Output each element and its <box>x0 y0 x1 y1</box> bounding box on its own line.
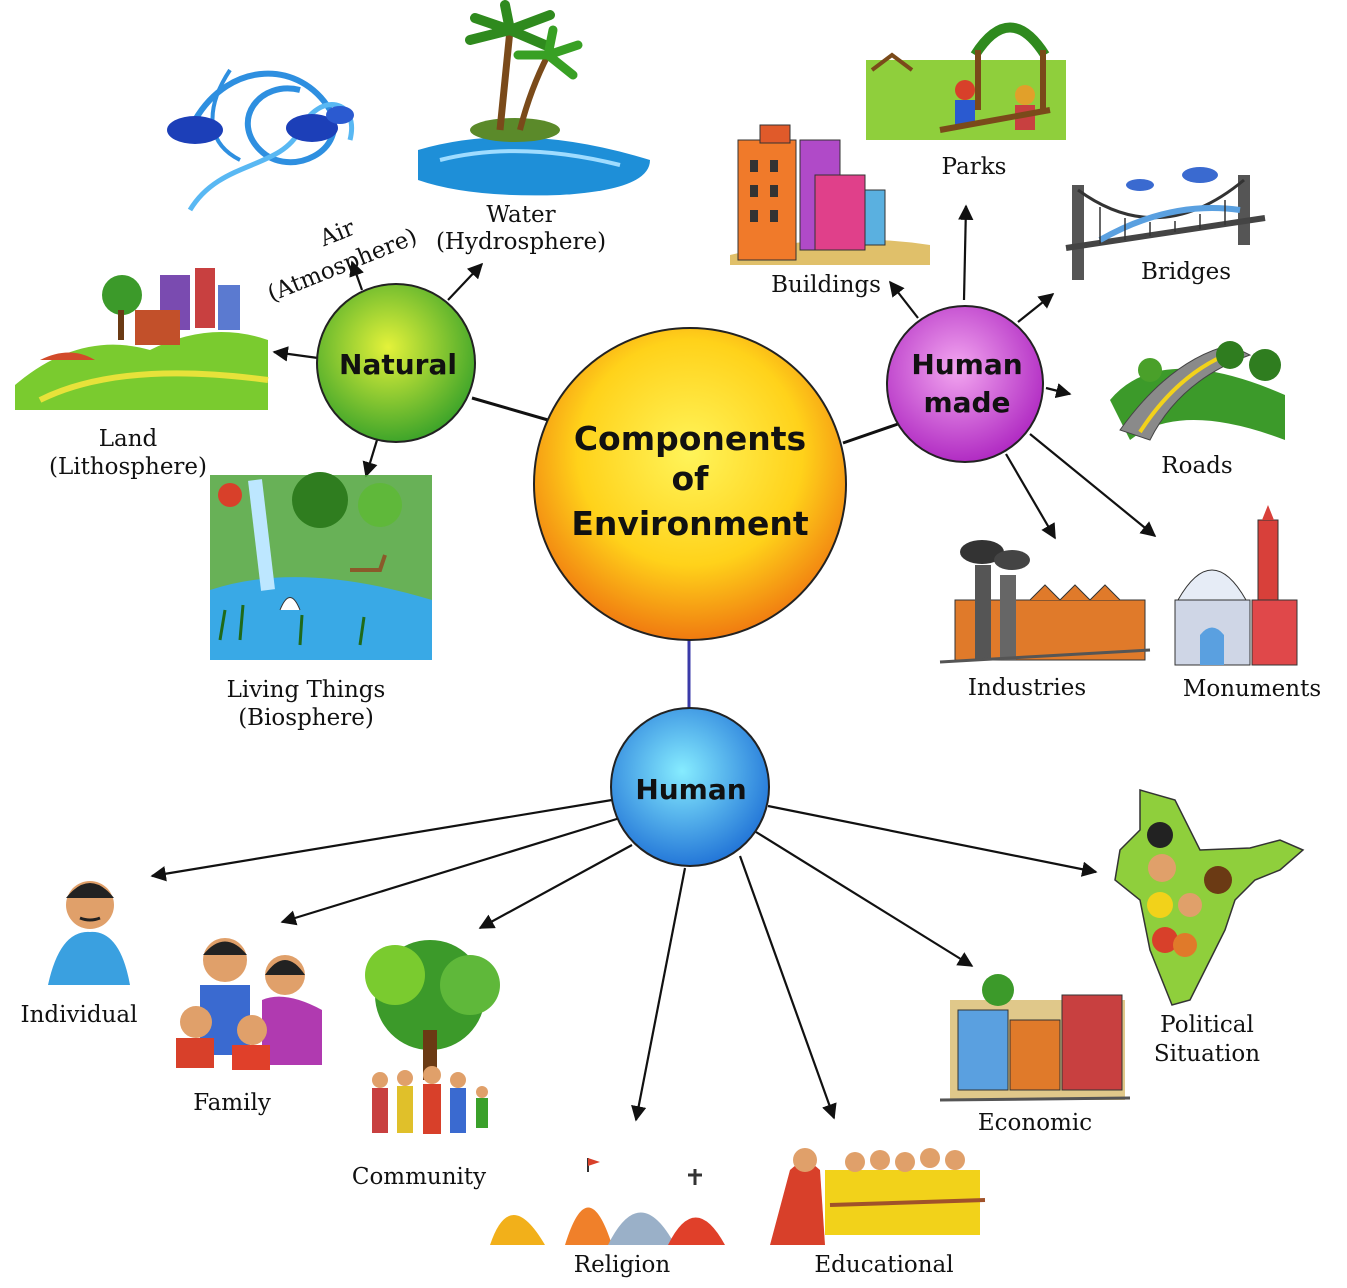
arrow-religion <box>631 867 687 1122</box>
arrow-industries <box>1005 453 1056 540</box>
family-icon <box>176 938 322 1070</box>
living-label-2: (Biosphere) <box>238 705 374 731</box>
community-icon <box>365 940 500 1134</box>
arrow-individual <box>150 798 613 882</box>
economic-label: Economic <box>978 1110 1092 1136</box>
hub-human-label: Human <box>635 773 746 806</box>
parks-label: Parks <box>942 154 1007 180</box>
hub-human-made-line-2: made <box>923 386 1010 419</box>
hub-human: Human <box>610 707 770 867</box>
air-icon <box>167 68 354 212</box>
living-label-1: Living Things <box>227 677 386 703</box>
arrow-buildings <box>889 280 919 319</box>
monument-icon <box>1174 505 1298 666</box>
center-line-1: Components <box>574 419 806 458</box>
roads-label: Roads <box>1161 453 1232 479</box>
hub-natural-label: Natural <box>339 348 457 381</box>
hub-human-made: Human made <box>886 305 1044 463</box>
political-map-icon <box>1114 789 1305 1006</box>
arrow-family <box>280 816 621 926</box>
buildings-label: Buildings <box>771 272 881 298</box>
religion-icon <box>490 1158 725 1245</box>
arrow-water <box>447 262 484 301</box>
connector-human-made <box>842 422 899 445</box>
water-label-2: (Hydrosphere) <box>436 229 606 255</box>
political-label-2: Situation <box>1154 1041 1260 1067</box>
buildings-icon <box>730 124 930 265</box>
industries-label: Industries <box>968 675 1086 701</box>
water-island-icon <box>418 0 650 196</box>
arrow-roads <box>1045 383 1072 399</box>
arrow-economic <box>755 831 974 967</box>
road-icon <box>1110 341 1285 441</box>
arrow-parks <box>958 204 974 301</box>
center-line-2: of <box>671 459 709 498</box>
community-label: Community <box>352 1164 486 1190</box>
arrow-bridges <box>1017 293 1055 323</box>
center-node: Components of Environment <box>533 327 847 641</box>
center-line-3: Environment <box>571 504 809 543</box>
living-things-icon <box>210 472 432 660</box>
arrow-political <box>767 804 1098 877</box>
land-label-1: Land <box>99 426 158 452</box>
individual-label: Individual <box>21 1002 138 1028</box>
bridges-label: Bridges <box>1141 259 1231 285</box>
individual-icon <box>48 881 130 985</box>
hub-natural: Natural <box>316 283 476 443</box>
religion-label: Religion <box>574 1252 671 1278</box>
hub-human-made-line-1: Human <box>911 348 1022 381</box>
educational-icon <box>770 1148 986 1245</box>
monuments-label: Monuments <box>1183 676 1321 702</box>
economic-icon <box>939 974 1131 1102</box>
parks-icon <box>866 22 1066 140</box>
land-icon <box>15 268 269 410</box>
connector-natural <box>471 396 549 422</box>
arrow-land <box>272 346 319 362</box>
arrow-air <box>349 260 364 291</box>
arrow-monuments <box>1029 433 1157 537</box>
bridge-icon <box>1065 167 1266 280</box>
arrow-educational <box>738 855 837 1120</box>
arrows <box>150 204 1157 1122</box>
land-label-2: (Lithosphere) <box>49 454 207 480</box>
political-label-1: Political <box>1160 1012 1254 1038</box>
water-label-1: Water <box>486 202 555 228</box>
arrow-community <box>478 844 633 929</box>
hub-connectors <box>471 396 899 708</box>
family-label: Family <box>193 1090 271 1116</box>
educational-label: Educational <box>814 1252 953 1278</box>
arrow-living <box>362 439 379 478</box>
industry-icon <box>939 540 1151 664</box>
